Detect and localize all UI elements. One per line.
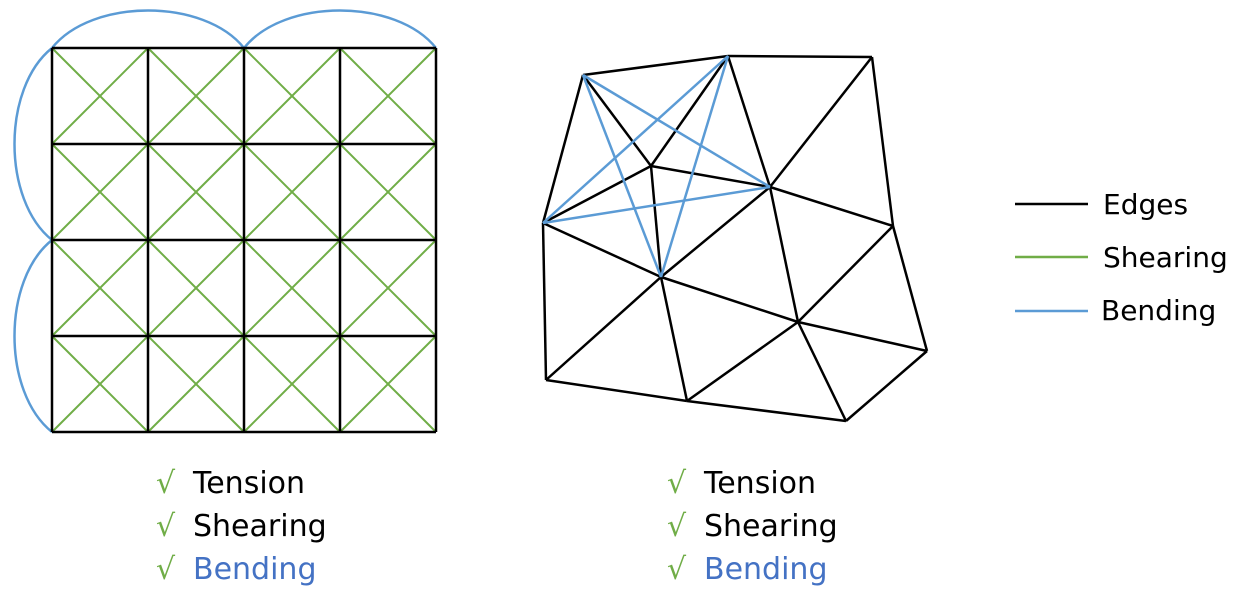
mesh-edge xyxy=(542,164,652,225)
mesh-edge xyxy=(541,74,585,224)
grid-bending-curves xyxy=(13,9,437,433)
mesh-edge xyxy=(797,320,928,353)
mesh-edge xyxy=(769,185,894,228)
legend-label-edges: Edges xyxy=(1103,188,1188,221)
mesh-edge xyxy=(541,222,548,381)
legend-label-shearing: Shearing xyxy=(1103,241,1228,274)
grid-bending-arc xyxy=(13,47,53,241)
grid-check-text-shearing: Shearing xyxy=(193,509,327,544)
grid-shearing-diagonal xyxy=(243,335,341,433)
grid-shearing-diagonal xyxy=(339,47,437,145)
mesh-edge xyxy=(768,186,800,323)
grid-edges xyxy=(50,46,438,434)
mesh-edge xyxy=(581,74,653,167)
grid-check-mark-bending: √ xyxy=(156,552,176,587)
mesh-edge xyxy=(891,225,929,352)
mesh-edge xyxy=(726,55,772,188)
mesh-edge xyxy=(870,56,895,227)
mesh-edge xyxy=(727,54,873,59)
grid-shearing-diagonal xyxy=(243,143,341,241)
mesh-edge xyxy=(845,350,928,422)
mesh-edge xyxy=(545,276,662,381)
mesh-bending-line xyxy=(582,73,771,189)
mesh-edge xyxy=(660,275,799,324)
grid-bending-arc xyxy=(51,9,245,49)
mesh-edge xyxy=(582,54,729,77)
legend-label-bending: Bending xyxy=(1101,294,1216,327)
mesh-edge xyxy=(649,55,730,167)
mesh-edge xyxy=(650,164,771,189)
grid-shearing-diagonal xyxy=(51,239,149,337)
mesh-edge xyxy=(542,221,662,279)
mesh-checklist: √ Tension √ Shearing √ Bending xyxy=(667,466,838,587)
grid-check-text-bending: Bending xyxy=(193,552,317,587)
grid-shearing-diagonal xyxy=(147,239,245,337)
grid-shearing-diagonal xyxy=(147,143,245,241)
grid-shearing-diagonal xyxy=(147,335,245,433)
mesh-edges xyxy=(541,54,929,423)
mesh-edge xyxy=(686,320,799,403)
grid-shearing-diagonal xyxy=(51,143,149,241)
mesh-bending-lines xyxy=(542,55,771,278)
grid-bending-arc xyxy=(243,9,437,49)
mesh-edge xyxy=(660,186,771,278)
grid-shearing-diagonal xyxy=(339,239,437,337)
mesh-bending-line xyxy=(659,55,730,278)
grid-check-text-tension: Tension xyxy=(192,466,305,501)
mesh-edge xyxy=(769,56,873,188)
mesh-check-mark-bending: √ xyxy=(667,552,687,587)
mesh-bending-line xyxy=(542,185,771,225)
mesh-bending-line xyxy=(542,55,729,224)
mesh-check-text-tension: Tension xyxy=(703,466,816,501)
mesh-panel xyxy=(541,54,929,423)
mesh-edge xyxy=(659,276,689,402)
mesh-edge xyxy=(545,378,688,403)
grid-checklist: √ Tension √ Shearing √ Bending xyxy=(156,466,327,587)
grid-check-mark-tension: √ xyxy=(156,466,176,501)
mesh-check-mark-shearing: √ xyxy=(667,509,687,544)
mesh-edge xyxy=(796,321,848,422)
mesh-check-text-bending: Bending xyxy=(704,552,828,587)
legend: Edges Shearing Bending xyxy=(1015,188,1228,327)
grid-shearing-diagonal xyxy=(243,47,341,145)
grid-panel xyxy=(13,9,438,434)
grid-shearing-diagonal xyxy=(339,335,437,433)
mesh-edge xyxy=(797,225,894,323)
grid-check-mark-shearing: √ xyxy=(156,509,176,544)
mesh-bending-line xyxy=(581,74,663,278)
grid-bending-arc xyxy=(13,239,53,433)
mesh-edge xyxy=(649,165,663,278)
grid-shearing-diagonal xyxy=(339,143,437,241)
grid-shearing-diagonal xyxy=(147,47,245,145)
grid-shearing-diagonal xyxy=(51,47,149,145)
grid-shearing-diagonal xyxy=(51,335,149,433)
mesh-edge xyxy=(686,399,847,423)
mesh-check-text-shearing: Shearing xyxy=(704,509,838,544)
mesh-check-mark-tension: √ xyxy=(667,466,687,501)
grid-shearing-diagonal xyxy=(243,239,341,337)
